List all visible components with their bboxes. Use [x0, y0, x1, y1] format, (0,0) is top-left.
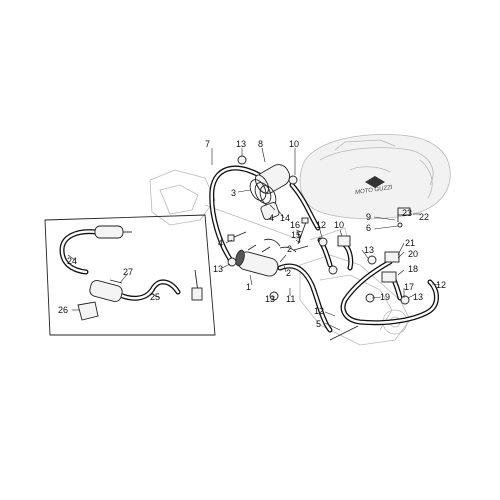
callout-16: 16 — [290, 220, 300, 230]
callout-7: 7 — [205, 139, 210, 149]
callout-4: 4 — [269, 213, 274, 223]
callout-1: 1 — [246, 282, 251, 292]
callout-23: 23 — [402, 208, 412, 218]
callout-15: 15 — [291, 230, 301, 240]
callout-27: 27 — [123, 267, 133, 277]
callout-12b: 12 — [436, 280, 446, 290]
callout-22: 22 — [419, 212, 429, 222]
callout-2a: 2 — [287, 244, 292, 254]
callout-2b: 2 — [286, 268, 291, 278]
callout-13b: 13 — [213, 264, 223, 274]
callout-24: 24 — [67, 256, 77, 266]
callout-6: 6 — [366, 223, 371, 233]
leader-lines — [67, 147, 441, 331]
tank-lettering: MOTO GUZZI — [355, 185, 393, 196]
callout-13: 13 — [236, 139, 246, 149]
callout-13e: 13 — [413, 292, 423, 302]
callout-14: 14 — [280, 213, 290, 223]
callout-25: 25 — [150, 292, 160, 302]
callout-labels: 7 13 8 10 3 4 14 16 15 12 10 9 23 22 6 4… — [58, 139, 446, 329]
callout-4b: 4 — [218, 238, 223, 248]
callout-11: 11 — [286, 294, 295, 304]
callout-21: 21 — [405, 238, 415, 248]
callout-3: 3 — [231, 188, 236, 198]
callout-10b: 10 — [334, 220, 344, 230]
callout-13d: 13 — [364, 245, 374, 255]
fuel-filter — [254, 164, 291, 194]
callout-18: 18 — [408, 264, 418, 274]
tank-badge: MOTO GUZZI — [355, 176, 393, 196]
callout-19: 19 — [380, 292, 390, 302]
hose-clamps — [227, 155, 410, 305]
callout-12c: 12 — [314, 306, 324, 316]
callout-12: 12 — [316, 220, 326, 230]
callout-9: 9 — [366, 212, 371, 222]
fuel-pump — [235, 244, 279, 277]
fittings — [227, 207, 411, 341]
pump-bracket — [249, 179, 280, 220]
callout-8: 8 — [258, 139, 263, 149]
callout-10: 10 — [289, 139, 299, 149]
callout-5: 5 — [316, 319, 321, 329]
callout-17: 17 — [404, 282, 414, 292]
callout-13c: 13 — [265, 294, 275, 304]
inset-box — [44, 214, 216, 336]
callout-20: 20 — [408, 249, 418, 259]
callout-26: 26 — [58, 305, 68, 315]
